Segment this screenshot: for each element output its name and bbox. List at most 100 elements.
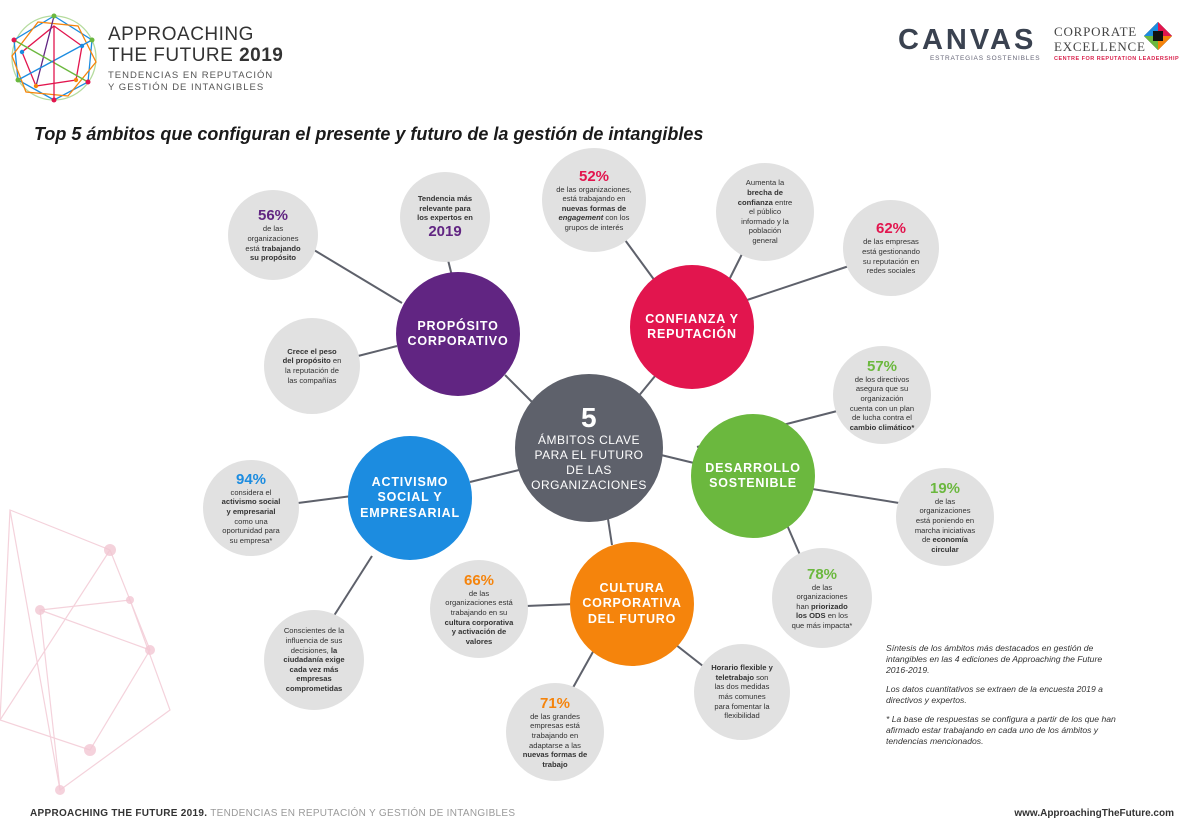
center-line3: DE LAS xyxy=(566,463,612,477)
satellite-78-text1: de las xyxy=(811,582,833,592)
satellite-66-text2: organizaciones está xyxy=(445,598,513,608)
connector-activismo-concientes xyxy=(329,555,373,623)
satellite-94-pct: 94% xyxy=(235,470,267,488)
center-line4: ORGANIZACIONES xyxy=(531,478,647,492)
satellite-52-text2: está trabajando en xyxy=(562,194,626,204)
connector-confianza-62 xyxy=(740,264,853,303)
connector-center-activismo xyxy=(469,469,520,483)
satellite-56-percent: 56% de las organizaciones está trabajand… xyxy=(228,190,318,280)
satellite-94-bold2: y empresarial xyxy=(226,506,276,516)
corporate-excellence-emblem-icon xyxy=(1144,22,1172,50)
corporate-excellence-logo: CORPORATE EXCELLENCE xyxy=(1054,24,1146,54)
satellite-19-text4: marcha iniciativas xyxy=(914,525,976,535)
satellite-19-bold1: economía xyxy=(932,535,968,545)
center-node: 5 ÁMBITOS CLAVE PARA EL FUTURO DE LAS OR… xyxy=(515,374,663,522)
satellite-62-text1: de las empresas xyxy=(863,237,919,247)
satellite-19-percent: 19% de las organizaciones está poniendo … xyxy=(896,468,994,566)
ce-logo-line1: CORPORATE xyxy=(1054,24,1138,39)
satellite-78-text3: han xyxy=(796,601,812,611)
satellite-94-text3: oportunidad para xyxy=(222,526,280,536)
satellite-tendencia-year: 2019 xyxy=(428,222,462,240)
satellite-brecha-confianza: Aumenta la brecha de confianza entre el … xyxy=(716,163,814,261)
satellite-66-text3: trabajando en su xyxy=(450,607,508,617)
hub-activismo-line3: EMPRESARIAL xyxy=(360,505,460,520)
satellite-71-text4: adaptarse a las xyxy=(529,740,581,750)
hub-desarrollo-line1: DESARROLLO xyxy=(705,460,801,475)
satellite-71-percent: 71% de las grandes empresas está trabaja… xyxy=(506,683,604,781)
satellite-66-text1: de las xyxy=(468,588,490,598)
satellite-52-bold2: engagement xyxy=(558,213,604,223)
satellite-71-pct: 71% xyxy=(539,694,571,712)
satellite-78-text4: en los xyxy=(825,611,848,621)
hub-desarrollo-line2: SOSTENIBLE xyxy=(709,476,797,490)
satellite-62-pct: 62% xyxy=(875,220,907,238)
satellite-horario-text3: más comunes xyxy=(718,692,766,701)
satellite-94-text1: considera el xyxy=(230,487,272,497)
hub-activismo-line1: ACTIVISMO xyxy=(371,474,449,489)
satellite-52-percent: 52% de las organizaciones, está trabajan… xyxy=(542,148,646,252)
satellite-56-text1: de las xyxy=(262,224,284,234)
hub-cultura-line2: CORPORATIVA xyxy=(582,596,682,611)
satellite-66-percent: 66% de las organizaciones está trabajand… xyxy=(430,560,528,658)
connector-activismo-94 xyxy=(297,495,353,504)
center-line2: PARA EL FUTURO xyxy=(534,448,644,462)
satellite-62-percent: 62% de las empresas está gestionando su … xyxy=(843,200,939,296)
satellite-19-text3: está poniendo en xyxy=(915,515,975,525)
satellite-peso-bold1: Crece el peso xyxy=(287,346,337,356)
satellite-conscientes-bold5: comprometidas xyxy=(285,683,343,693)
hub-activismo-line2: SOCIAL Y xyxy=(377,490,443,505)
satellite-peso-proposito: Crece el peso del propósito en la reputa… xyxy=(264,318,360,414)
side-note: Síntesis de los ámbitos más destacados e… xyxy=(886,643,1118,755)
satellite-horario-text2: las dos medidas xyxy=(714,682,770,692)
satellite-66-bold3: valores xyxy=(465,636,493,646)
satellite-brecha-bold1: brecha de xyxy=(747,188,783,198)
connector-center-cultura xyxy=(607,518,613,546)
satellite-62-text4: redes sociales xyxy=(866,266,916,276)
header-title-line2: THE FUTURE xyxy=(108,45,234,66)
satellite-62-text2: está gestionando xyxy=(862,246,920,256)
satellite-71-bold2: trabajo xyxy=(542,759,568,769)
satellite-horario-flexible: Horario flexible y teletrabajo son las d… xyxy=(694,644,790,740)
satellite-57-text3: organización xyxy=(860,393,904,403)
satellite-tendencia-bold2: relevante para xyxy=(419,203,471,213)
satellite-19-text2: organizaciones xyxy=(919,506,971,516)
satellite-56-bold2: su propósito xyxy=(250,253,296,263)
satellite-57-text5: de lucha contra el xyxy=(852,413,912,423)
satellite-conscientes-bold3: cada vez más xyxy=(289,664,339,674)
satellite-peso-bold2: del propósito xyxy=(282,356,331,366)
header-subtitle: TENDENCIAS EN REPUTACIÓN Y GESTIÓN DE IN… xyxy=(108,70,273,94)
satellite-94-percent: 94% considera el activismo social y empr… xyxy=(203,460,299,556)
satellite-52-text4: grupos de interés xyxy=(564,222,624,232)
hub-confianza-line1: CONFIANZA Y xyxy=(645,311,739,326)
connector-cultura-71 xyxy=(569,649,595,694)
satellite-horario-text4: para fomentar la xyxy=(714,701,770,711)
connector-center-desarrollo xyxy=(660,454,695,464)
side-note-p1: Síntesis de los ámbitos más destacados e… xyxy=(886,643,1103,675)
background-network-decoration xyxy=(0,509,171,795)
satellite-56-bold1: trabajando xyxy=(261,243,301,253)
side-note-p2: Los datos cuantitativos se extraen de la… xyxy=(886,684,1103,705)
connector-desarrollo-19 xyxy=(805,487,900,504)
center-number: 5 xyxy=(580,402,598,433)
satellite-57-text1: de los directivos xyxy=(854,374,910,384)
hub-cultura-corporativa: CULTURA CORPORATIVA DEL FUTURO xyxy=(570,542,694,666)
satellite-brecha-text1: Aumenta la xyxy=(745,178,785,188)
satellite-78-text5: que más impacta* xyxy=(791,620,853,630)
header-subtitle-line2: Y GESTIÓN DE INTANGIBLES xyxy=(108,82,265,93)
satellite-19-pct: 19% xyxy=(929,479,961,497)
satellite-19-text5: de xyxy=(921,535,933,545)
canvas-logo: CANVAS xyxy=(898,24,1037,56)
network-logo-icon xyxy=(11,13,97,103)
satellite-78-pct: 78% xyxy=(806,565,838,583)
satellite-71-text1: de las grandes xyxy=(530,711,580,721)
satellite-19-bold2: circular xyxy=(931,544,959,554)
satellite-66-bold1: cultura corporativa xyxy=(444,617,514,627)
side-note-p3: * La base de respuestas se configura a p… xyxy=(886,714,1116,746)
satellite-57-percent: 57% de los directivos asegura que su org… xyxy=(833,346,931,444)
satellite-57-bold1: cambio climático* xyxy=(849,422,915,432)
satellite-conscientes: Conscientes de la influencia de sus deci… xyxy=(264,610,364,710)
hub-confianza-line2: REPUTACIÓN xyxy=(647,327,737,341)
satellite-78-bold1: priorizado xyxy=(811,601,848,611)
center-line1: ÁMBITOS CLAVE xyxy=(537,433,641,447)
footer-website-link[interactable]: www.ApproachingTheFuture.com xyxy=(1014,808,1174,819)
